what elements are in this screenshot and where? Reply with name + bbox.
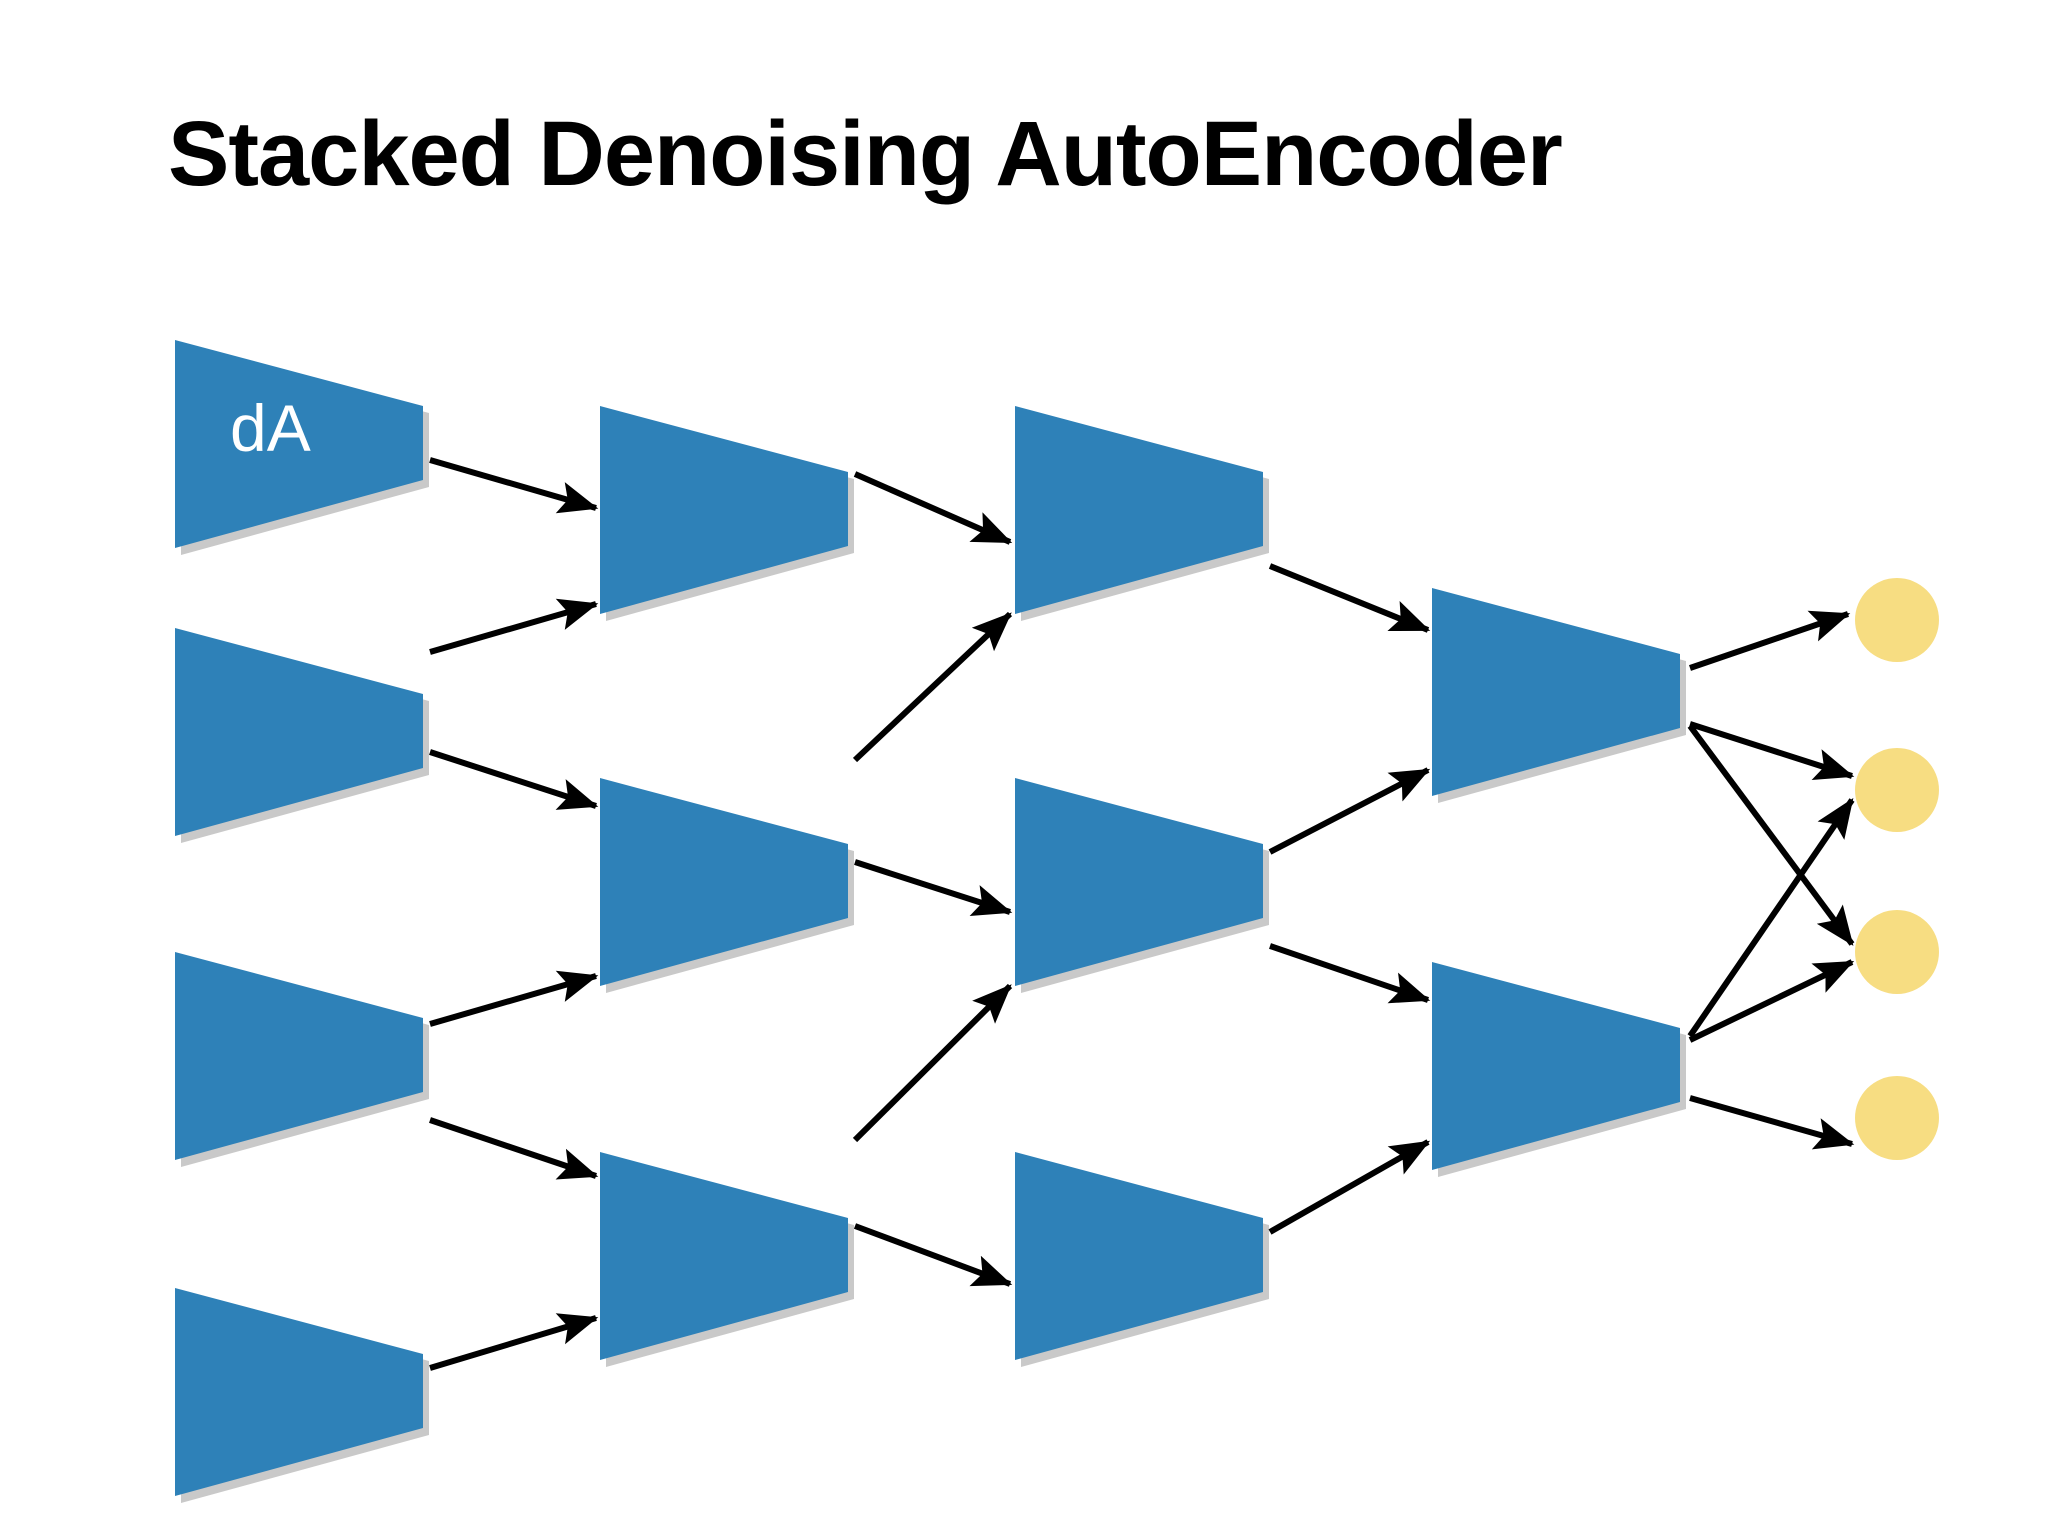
connection-arrow <box>1688 959 1855 1043</box>
connection-arrow <box>852 983 1013 1143</box>
connection-arrow <box>1269 943 1431 1004</box>
connection-arrow <box>429 1313 599 1371</box>
connection-arrow <box>429 457 599 514</box>
connection-arrow <box>429 970 599 1027</box>
encoder-block[interactable] <box>600 1152 848 1360</box>
encoder-block[interactable] <box>175 952 423 1160</box>
output-node[interactable] <box>1855 748 1939 832</box>
encoder-block[interactable] <box>1015 778 1263 986</box>
connection-layer <box>429 457 1855 1371</box>
output-node[interactable] <box>1855 910 1939 994</box>
connection-arrow <box>852 611 1013 763</box>
encoder-block[interactable] <box>1015 406 1263 614</box>
block-shadow-layer <box>181 347 1686 1503</box>
connection-arrow <box>853 471 1013 545</box>
connection-arrow <box>1689 1095 1855 1150</box>
connection-arrow <box>429 1117 599 1180</box>
connection-arrow <box>429 598 599 655</box>
connection-arrow <box>853 1223 1013 1287</box>
connection-arrow <box>1689 721 1855 781</box>
connection-arrow <box>429 749 599 810</box>
connection-arrow <box>1687 724 1855 946</box>
connection-arrow <box>854 859 1013 916</box>
connection-arrow <box>1687 798 1855 1038</box>
encoder-block[interactable] <box>600 406 848 614</box>
encoder-block[interactable] <box>600 778 848 986</box>
encoder-block[interactable] <box>1432 962 1680 1170</box>
connection-arrow <box>1268 1139 1431 1235</box>
connection-arrow <box>1268 563 1431 633</box>
page-title: Stacked Denoising AutoEncoder <box>168 103 1563 205</box>
encoder-block[interactable] <box>175 340 423 548</box>
encoder-block[interactable] <box>175 1288 423 1496</box>
output-node[interactable] <box>1855 1076 1939 1160</box>
connection-arrow <box>1268 767 1431 855</box>
encoder-block[interactable] <box>1015 1152 1263 1360</box>
encoder-block[interactable] <box>1432 588 1680 796</box>
connection-arrow <box>1689 610 1851 671</box>
output-node[interactable] <box>1855 578 1939 662</box>
encoder-block[interactable] <box>175 628 423 836</box>
output-node-layer <box>1855 578 1939 1160</box>
encoder-block-layer <box>175 340 1680 1496</box>
